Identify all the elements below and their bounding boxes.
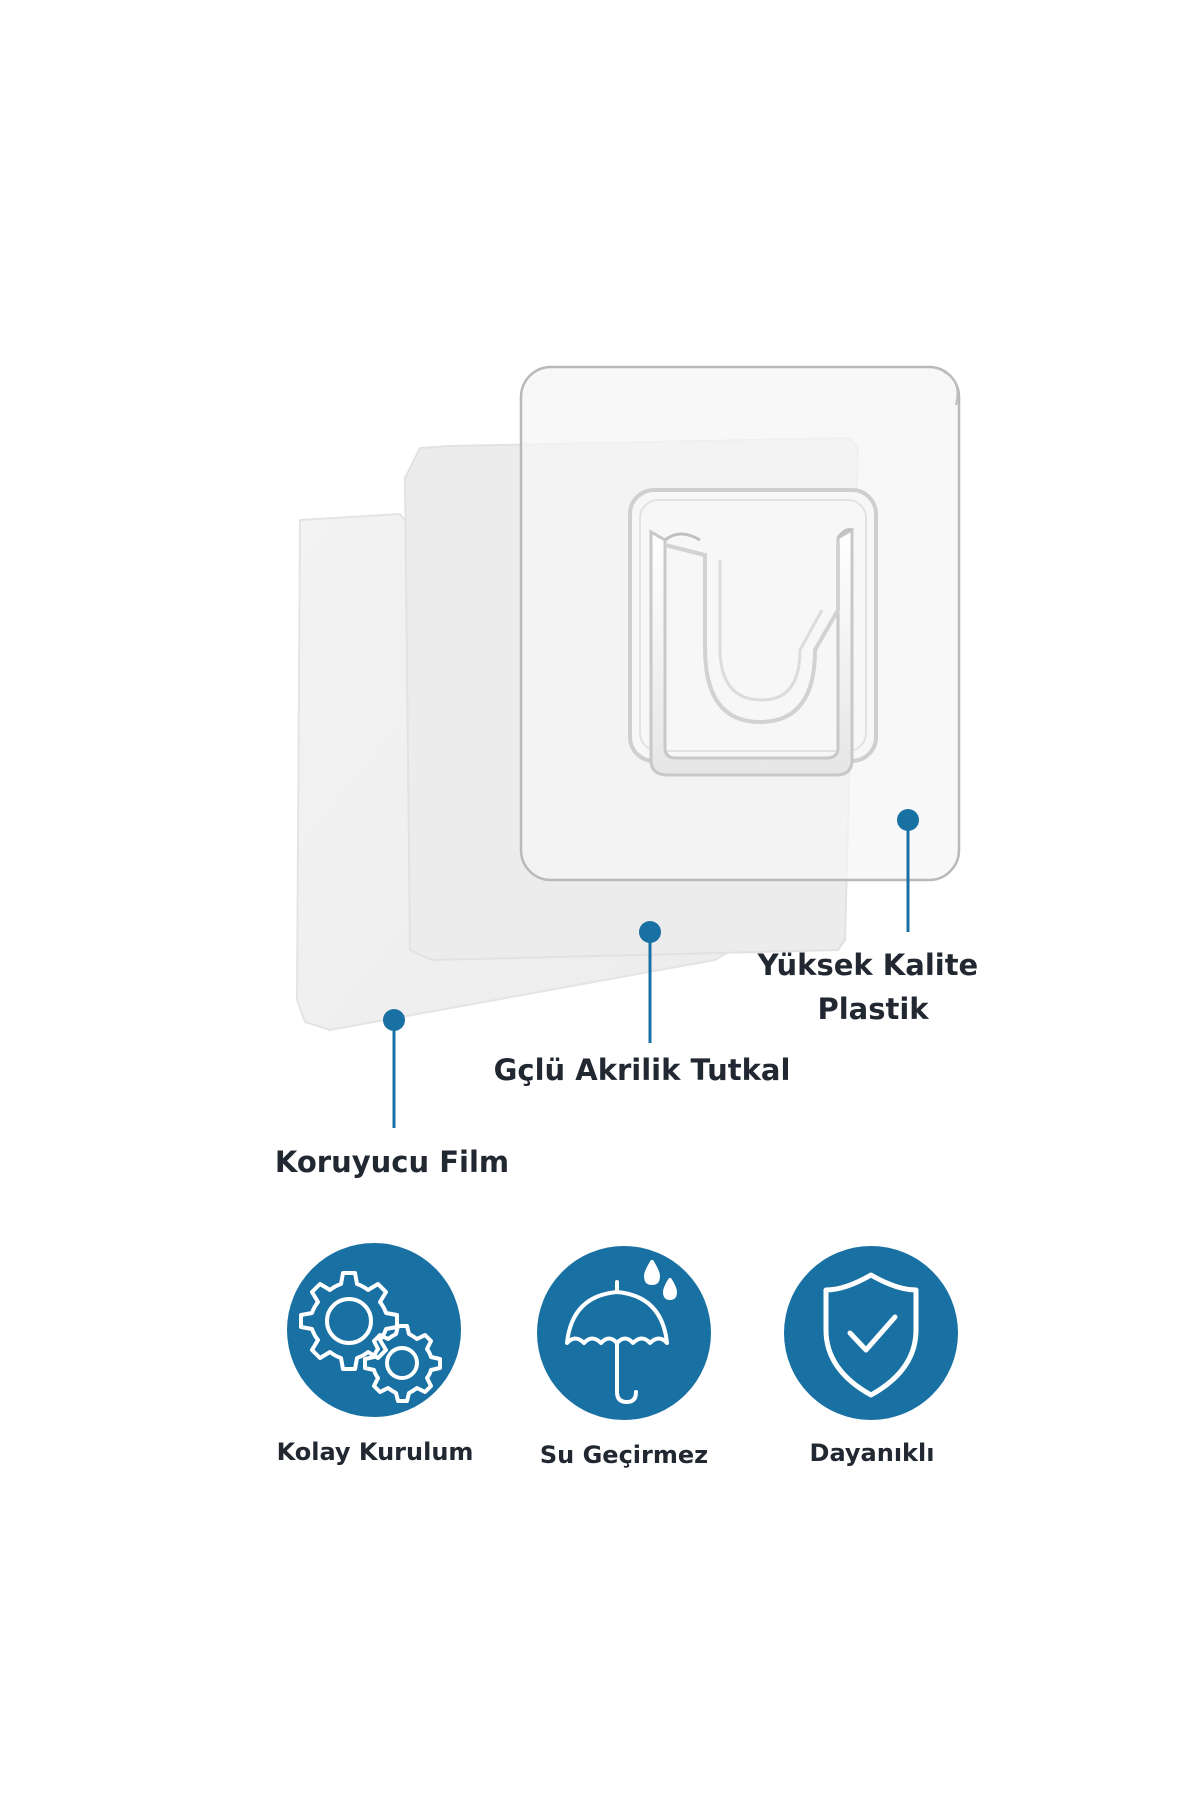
feature-easy-install-label: Kolay Kurulum — [277, 1438, 474, 1466]
feature-durable: Dayanıklı — [784, 1246, 958, 1467]
hook-icon — [628, 488, 878, 777]
feature-durable-label: Dayanıklı — [810, 1439, 935, 1467]
plastic-label-line2: Plastik — [817, 992, 929, 1026]
adhesive-callout: Gçlü Akrilik Tutkal — [494, 921, 791, 1087]
feature-waterproof: Su Geçirmez — [537, 1246, 711, 1469]
film-callout-dot — [383, 1009, 405, 1031]
plastic-label-line1: Yüksek Kalite — [757, 948, 979, 982]
gears-icon — [299, 1271, 442, 1403]
umbrella-rain-icon — [565, 1260, 677, 1404]
plastic-label: Yüksek Kalite Plastik — [757, 948, 989, 1026]
plastic-callout-dot — [897, 809, 919, 831]
film-label: Koruyucu Film — [275, 1145, 509, 1179]
adhesive-label: Gçlü Akrilik Tutkal — [494, 1053, 791, 1087]
shield-check-icon — [823, 1272, 919, 1398]
feature-easy-install: Kolay Kurulum — [277, 1243, 474, 1466]
feature-waterproof-label: Su Geçirmez — [540, 1441, 708, 1469]
film-callout: Koruyucu Film — [275, 1009, 509, 1179]
adhesive-callout-dot — [639, 921, 661, 943]
plastic-callout: Yüksek Kalite Plastik — [757, 809, 989, 1026]
